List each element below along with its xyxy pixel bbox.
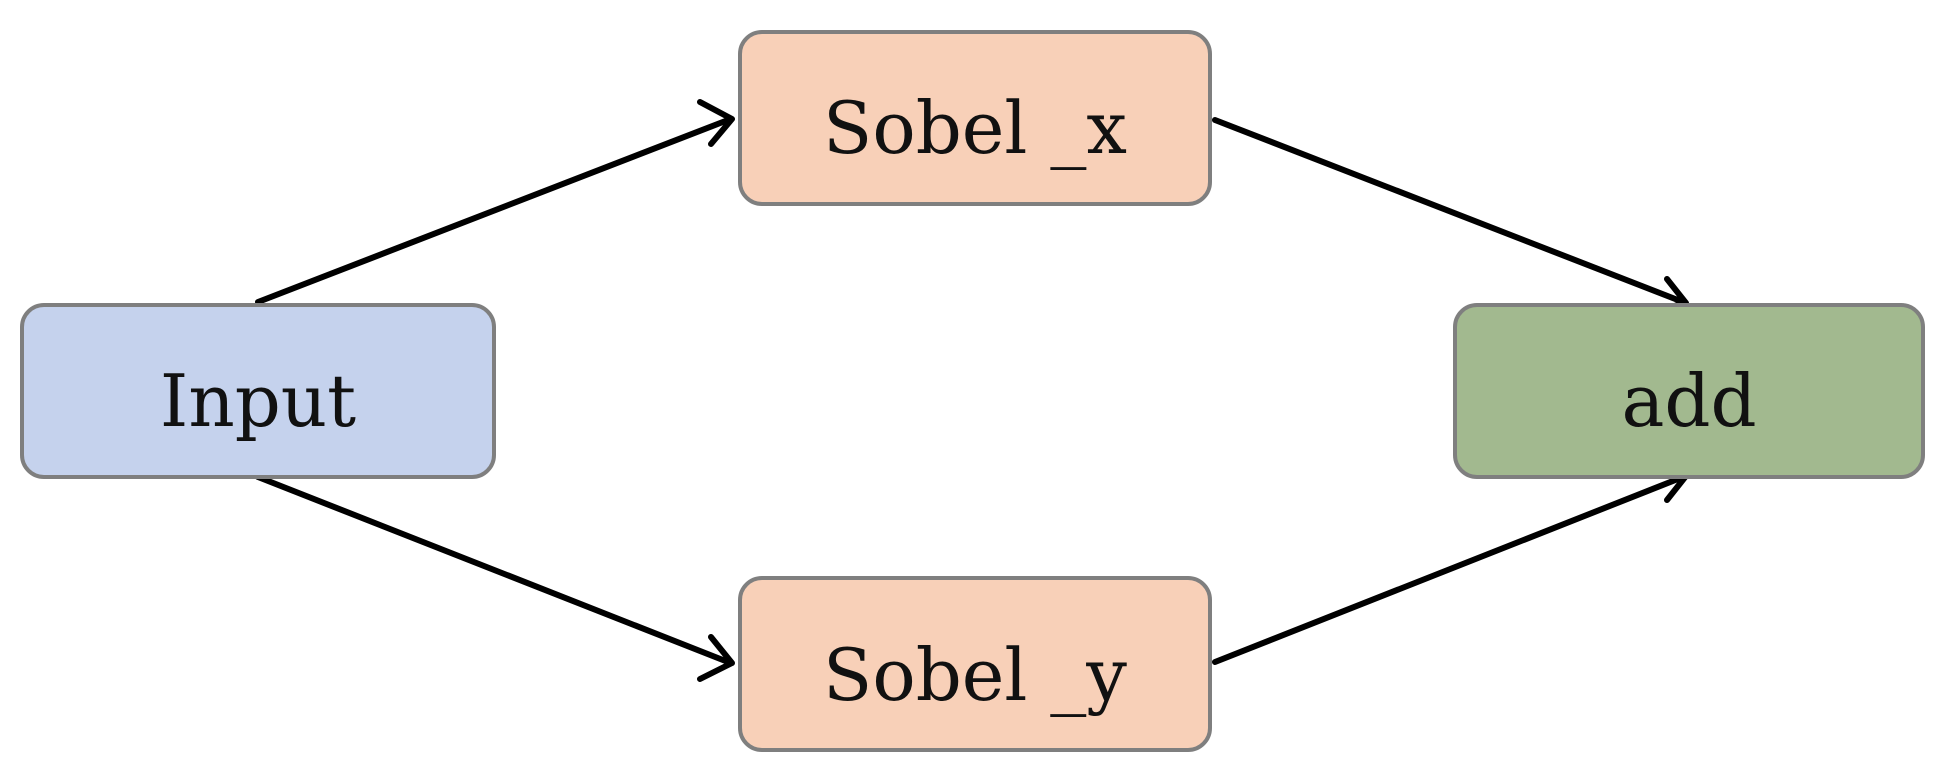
- edge-sobel-x-to-add: [1212, 117, 1689, 314]
- node-add-label: add: [1621, 359, 1756, 443]
- node-sobel-x: Sobel _x: [738, 30, 1212, 206]
- node-sobel-y-box: [738, 576, 1212, 752]
- edge-input-to-sobel-y: [255, 474, 735, 682]
- edge-sobel-y-to-add: [1212, 465, 1689, 665]
- edge-input-to-sobel-x: [255, 99, 735, 305]
- node-sobel-y-label: Sobel _y: [823, 633, 1127, 717]
- node-input-box: [20, 303, 496, 479]
- node-add-box: [1453, 303, 1925, 479]
- node-sobel-x-label: Sobel _x: [823, 86, 1127, 170]
- node-add: add: [1453, 303, 1925, 479]
- node-sobel-y: Sobel _y: [738, 576, 1212, 752]
- node-input: Input: [20, 303, 496, 479]
- node-sobel-x-box: [738, 30, 1212, 206]
- node-input-label: Input: [160, 359, 356, 443]
